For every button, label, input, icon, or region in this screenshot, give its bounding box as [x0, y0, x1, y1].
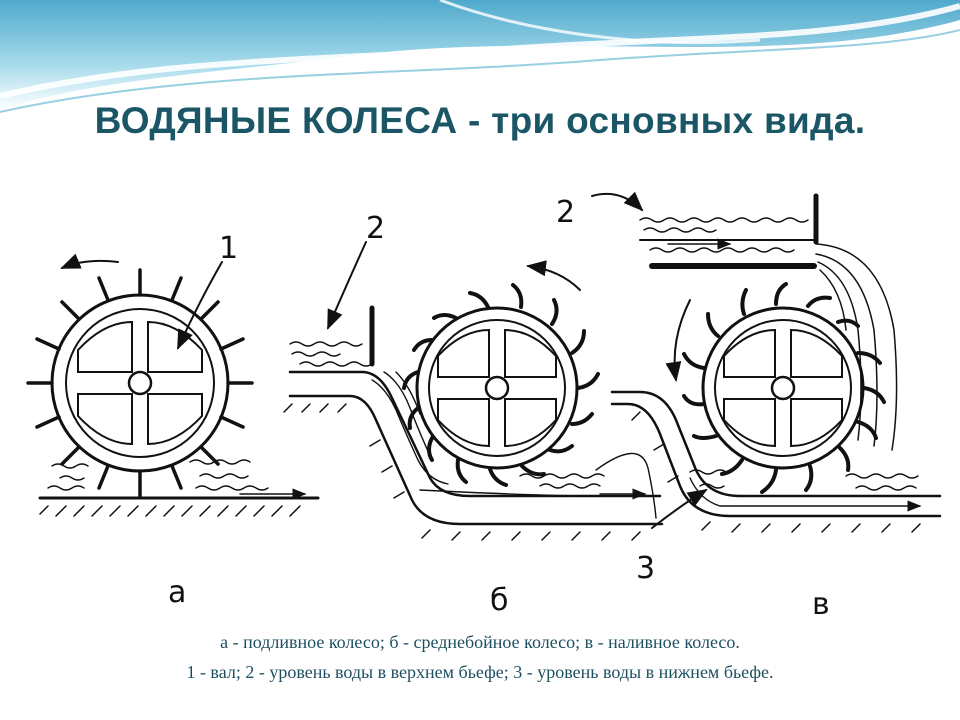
header-wave-background: [0, 0, 960, 113]
marker-2-left-pointer: [327, 241, 367, 330]
wheel-b-water: [289, 341, 657, 519]
wheel-b-wheel: [415, 306, 579, 470]
wheel-a-wheel: [50, 293, 230, 473]
wheel-c-label: в: [812, 587, 830, 622]
page-title: ВОДЯНЫЕ КОЛЕСА - три основных вида.: [94, 100, 866, 141]
wheel-c-terrain: [610, 390, 942, 533]
wheel-c-wheel: [701, 306, 865, 470]
wheel-a-ground: [38, 496, 320, 517]
wheel-a-paddles: [26, 268, 254, 498]
marker-3-label: 3: [636, 551, 655, 586]
wheel-c-water: [689, 469, 922, 512]
marker-2-right-label: 2: [556, 195, 575, 230]
wheel-c-buckets: [682, 282, 886, 494]
marker-3-pointer: [651, 488, 708, 529]
wheel-b-rotation-arrow: [526, 260, 581, 291]
wheel-a-rotation-arrow: [60, 253, 119, 269]
wheel-b-label: б: [490, 583, 509, 618]
marker-2-left-label: 2: [366, 211, 385, 246]
marker-2-right-pointer: [591, 191, 644, 212]
wheel-b-group: [283, 241, 664, 541]
wheel-a-group: [26, 253, 320, 517]
caption-line-legend: 1 - вал; 2 - уровень воды в верхнем бьеф…: [186, 662, 774, 682]
wheel-c-flume: [639, 193, 819, 269]
marker-1-label: 1: [219, 231, 238, 266]
wheel-b-buckets: [402, 283, 600, 487]
wheel-b-terrain: [283, 370, 664, 541]
wheel-c-rotation-arrow: [665, 299, 691, 382]
caption-line-wheel-types: а - подливное колесо; б - среднебойное к…: [220, 632, 740, 652]
wheel-a-water: [47, 459, 307, 500]
wheel-a-label: а: [168, 575, 186, 610]
wheel-c-group: [591, 191, 942, 533]
marker-1-pointer: [177, 261, 223, 350]
